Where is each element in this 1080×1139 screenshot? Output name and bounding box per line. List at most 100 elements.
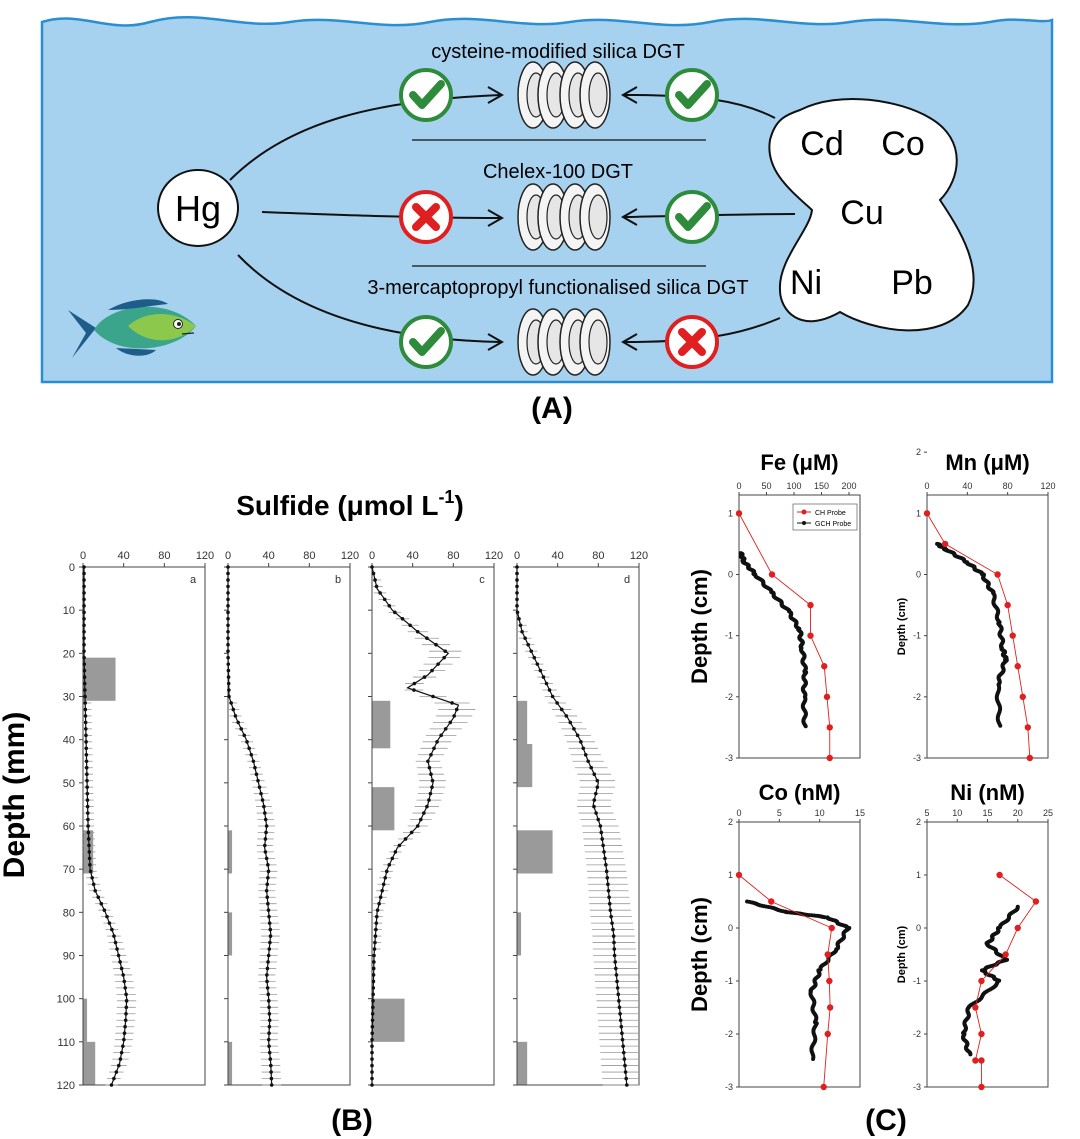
sulfide-point xyxy=(267,1044,271,1048)
sulfide-point xyxy=(623,1063,627,1068)
sulfide-point xyxy=(598,824,603,828)
check-icon xyxy=(665,68,719,122)
sulfide-point xyxy=(239,727,244,731)
ch-point xyxy=(735,871,743,879)
y-tick-label: 30 xyxy=(63,692,75,704)
sulfide-point xyxy=(371,966,376,971)
sulfide-point xyxy=(83,688,87,692)
sulfide-point xyxy=(372,960,376,964)
sulfide-point xyxy=(113,940,118,945)
ch-point xyxy=(1014,924,1021,932)
sulfide-point xyxy=(226,597,230,602)
sulfide-point xyxy=(118,960,122,964)
sulfide-point xyxy=(378,591,382,595)
ch-point xyxy=(826,977,833,985)
ch-series-line xyxy=(738,874,833,1088)
sulfide-point xyxy=(82,642,86,647)
sulfide-point xyxy=(430,778,435,783)
sulfide-point xyxy=(260,798,265,802)
y-tick-label: 90 xyxy=(63,951,75,963)
gch-point xyxy=(803,724,808,729)
x-tick-label: 120 xyxy=(341,550,359,562)
sulfide-point xyxy=(124,992,128,997)
metals-blob xyxy=(768,98,975,332)
sulfide-point xyxy=(266,863,270,867)
sulfide-point xyxy=(592,804,596,809)
x-tick-label: 10 xyxy=(815,808,825,818)
sulfide-point xyxy=(613,960,618,964)
sulfide-point xyxy=(370,1057,374,1061)
sulfide-point xyxy=(601,843,605,848)
ch-point xyxy=(923,510,931,517)
x-tick-label: 40 xyxy=(552,550,564,562)
panel-a-label: (A) xyxy=(531,392,573,425)
sulfide-point xyxy=(515,591,519,595)
y-tick-label: -3 xyxy=(725,753,733,763)
sulfide-point xyxy=(612,940,616,945)
sulfide-point xyxy=(82,565,86,569)
ch-point xyxy=(978,977,985,985)
x-tick-label: 120 xyxy=(485,550,503,562)
sulfide-point xyxy=(370,1083,374,1087)
y-tick-label: -1 xyxy=(725,631,733,641)
sulfide-point xyxy=(267,921,272,925)
sulfide-point xyxy=(520,629,524,634)
sulfide-point xyxy=(618,1011,622,1016)
sulfide-point xyxy=(429,752,433,757)
sulfide-point xyxy=(603,856,607,861)
sulfide-point xyxy=(579,740,583,744)
sulfide-point xyxy=(96,895,101,900)
ch-point xyxy=(807,601,814,609)
sulfide-point xyxy=(372,947,377,951)
sulfide-point xyxy=(249,752,254,757)
sulfide-point xyxy=(371,1005,375,1010)
sulfide-point xyxy=(259,791,263,796)
sulfide-point xyxy=(428,791,433,796)
sulfide-point xyxy=(575,733,580,738)
sulfide-point xyxy=(370,1063,374,1068)
sulfide-point xyxy=(99,901,104,906)
sulfide-point xyxy=(121,973,125,977)
y-tick-label: 120 xyxy=(57,1080,75,1092)
sulfide-point xyxy=(371,986,376,990)
sulfide-point xyxy=(384,869,389,874)
y-tick-label: 0 xyxy=(916,570,921,580)
sulfide-point xyxy=(604,869,609,874)
sulfide-point xyxy=(609,914,613,919)
sulfide-point xyxy=(517,617,521,621)
sulfide-point xyxy=(122,1031,127,1035)
label-cysteine-dgt: cysteine-modified silica DGT xyxy=(431,41,684,63)
sulfide-point xyxy=(605,876,610,880)
sulfide-point xyxy=(568,720,573,725)
sulfide-point xyxy=(269,1083,274,1087)
sulfide-bar xyxy=(372,787,395,831)
sulfide-point xyxy=(373,940,377,945)
ch-series-line xyxy=(738,513,831,758)
y-tick-label: 0 xyxy=(728,570,733,580)
sulfide-point xyxy=(233,714,238,718)
x-tick-label: 5 xyxy=(777,808,782,818)
sulfide-point xyxy=(370,565,374,569)
sulfide-point xyxy=(265,973,269,977)
sulfide-point xyxy=(82,584,86,589)
sulfide-point xyxy=(432,746,436,751)
sulfide-point xyxy=(435,740,439,744)
sulfide-point xyxy=(226,649,230,653)
ch-point xyxy=(1019,693,1026,701)
sulfide-point xyxy=(593,791,598,796)
sulfide-point xyxy=(606,882,610,887)
sulfide-point xyxy=(124,1011,128,1016)
sulfide-point xyxy=(88,869,93,874)
sulfide-point xyxy=(594,811,598,815)
x-tick-label: 5 xyxy=(924,808,929,818)
y-tick-label: 110 xyxy=(57,1037,75,1049)
dgt-device-icon xyxy=(517,61,611,129)
x-tick-label: 80 xyxy=(158,550,170,562)
sulfide-bar xyxy=(83,1041,96,1085)
sulfide-point xyxy=(263,811,267,815)
sulfide-point xyxy=(82,655,86,660)
